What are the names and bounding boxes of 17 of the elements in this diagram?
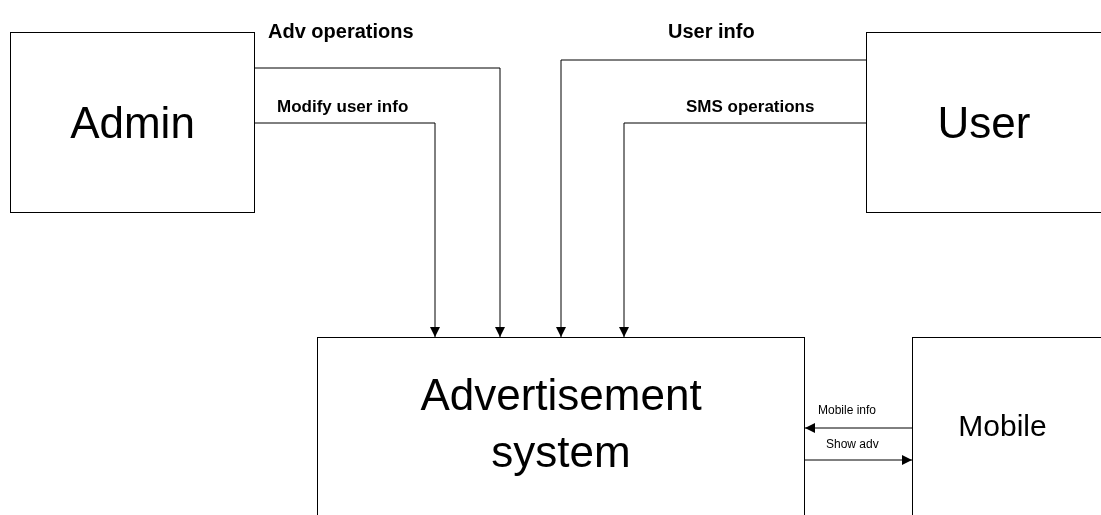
edge-label: Adv operations (268, 20, 414, 42)
arrow (556, 59, 867, 338)
node-label: User (937, 96, 1031, 149)
process-box (866, 32, 1101, 213)
edge-label: SMS operations (686, 98, 815, 117)
node-label: Advertisement system (419, 369, 703, 479)
node-label: Admin (70, 96, 195, 149)
arrow (804, 455, 913, 465)
edge-label: Modify user info (277, 98, 409, 117)
node-label: Mobile (958, 408, 1047, 444)
arrow (254, 122, 440, 338)
process-box (912, 337, 1101, 515)
process-box (317, 337, 805, 515)
arrow (619, 122, 867, 338)
arrow (254, 67, 505, 338)
arrow (804, 423, 913, 433)
process-box (10, 32, 255, 213)
